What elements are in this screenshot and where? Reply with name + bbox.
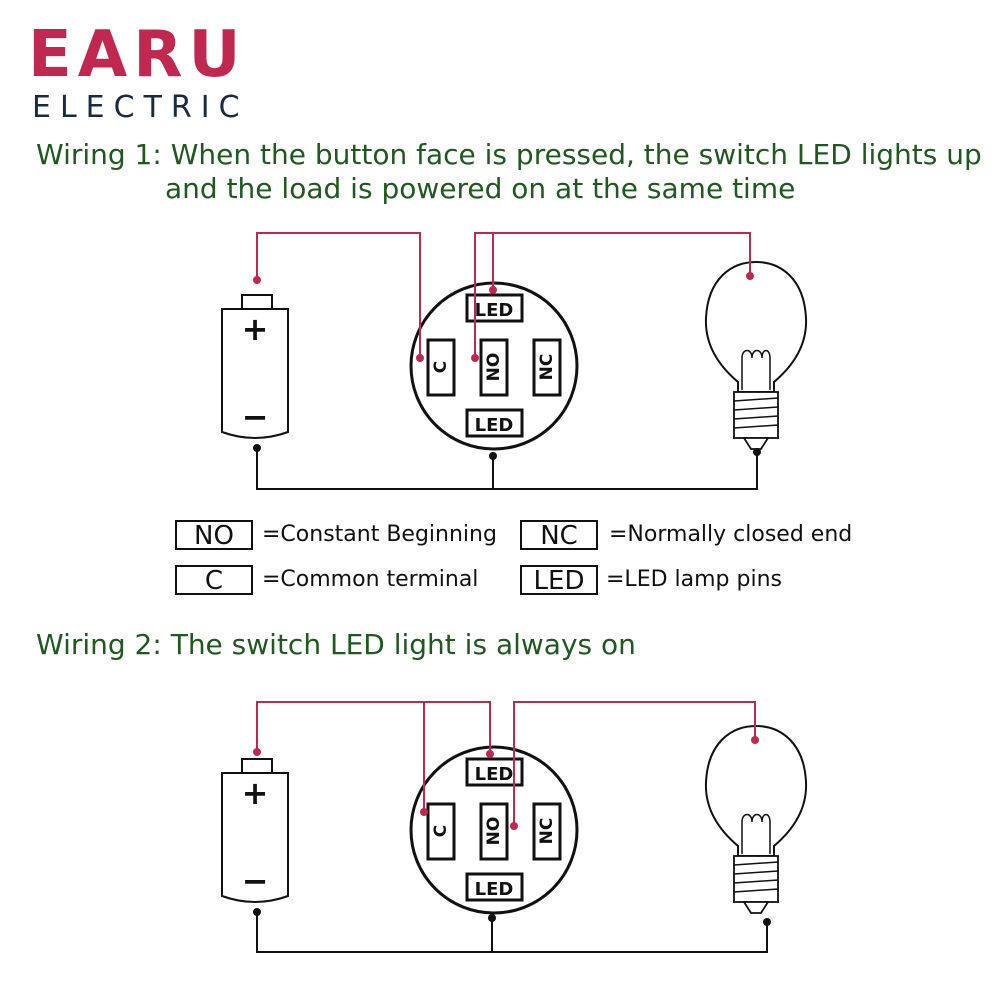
legend-desc-no: =Constant Beginning [262,522,497,547]
pin-nc: NC [537,354,557,381]
light-bulb-icon [704,724,808,914]
light-bulb-icon [704,260,808,450]
pin-c: C [431,361,451,373]
legend-code-no: NO [175,520,253,550]
wiring1-diagram: + − LED C NO NC LED [221,232,808,490]
battery-minus-label: − [242,398,269,436]
legend-code-nc: NC [520,520,598,550]
wiring2-black-wires [256,912,768,953]
pin-led-bottom: LED [475,879,514,900]
battery-plus-label: + [242,774,269,812]
pin-c: C [431,825,451,837]
wiring2-red-wires [256,701,756,826]
battery-icon: + − [221,294,289,439]
pin-led-bottom: LED [475,415,514,436]
legend-desc-led: =LED lamp pins [606,567,782,592]
brand-subtitle: ELECTRIC [32,90,249,125]
pin-no: NO [484,817,504,846]
pin-nc: NC [537,818,557,845]
wiring1-red-wires [256,232,751,358]
wiring2-diagram: + − LED C NO NC LED [221,701,808,953]
battery-plus-label: + [242,310,269,348]
battery-minus-label: − [242,862,269,900]
legend-code-c: C [175,565,253,595]
wiring2-heading: Wiring 2: The switch LED light is always… [36,628,636,661]
legend-desc-nc: =Normally closed end [609,522,853,547]
wiring1-heading-line2: and the load is powered on at the same t… [165,172,796,205]
wiring2-connection-dots [253,736,759,830]
push-button-switch-icon: LED C NO NC LED [409,281,579,451]
pin-led-top: LED [475,300,514,321]
push-button-switch-icon: LED C NO NC LED [409,745,579,915]
battery-icon: + − [221,758,289,903]
pin-led-top: LED [475,764,514,785]
wiring1-heading-line1: Wiring 1: When the button face is presse… [36,138,982,171]
legend-desc-c: =Common terminal [262,567,479,592]
pin-no: NO [484,353,504,382]
wiring1-connection-dots [253,272,754,362]
legend-code-led: LED [520,565,598,595]
brand-name: EARU [28,18,247,92]
wiring1-black-wires [256,448,758,490]
